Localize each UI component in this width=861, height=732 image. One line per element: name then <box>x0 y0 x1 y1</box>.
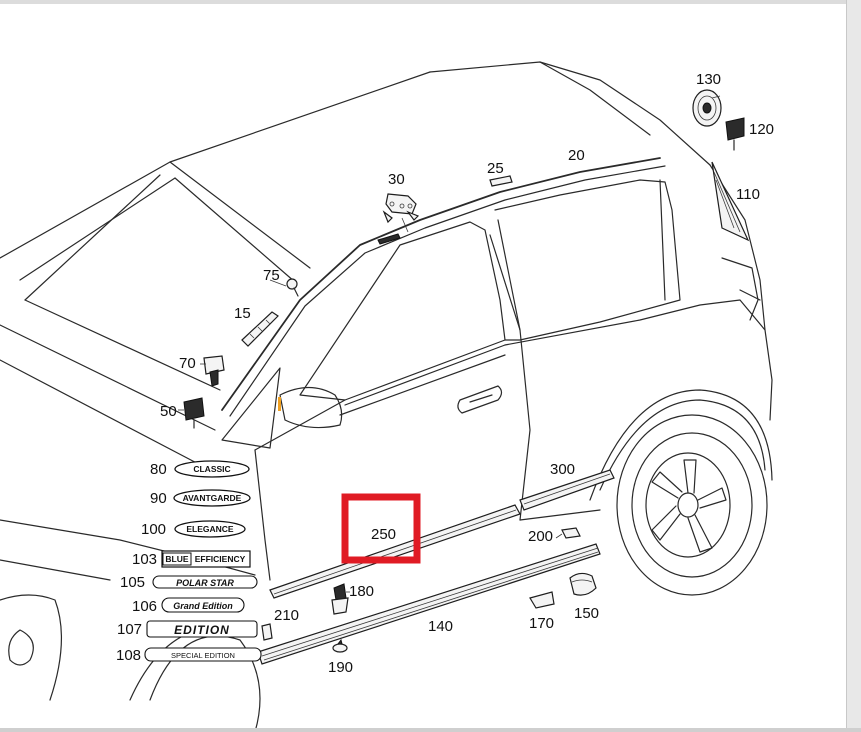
badge-90-oval <box>173 489 251 507</box>
part-15-strip <box>241 311 279 347</box>
part-120-clip <box>725 117 745 151</box>
badge-106-text: Grand Edition <box>173 601 233 611</box>
callout-190: 190 <box>328 659 353 676</box>
badge-108-frame <box>144 647 262 662</box>
callout-140: 140 <box>428 618 453 635</box>
badge-103-text-right: EFFICIENCY <box>195 554 246 564</box>
part-200-clip <box>561 527 581 539</box>
callout-25: 25 <box>487 160 504 177</box>
part-130-grommet <box>692 89 722 127</box>
badge-107-frame <box>146 620 258 638</box>
bottom-border <box>0 728 861 732</box>
part-110-rear-window <box>711 161 750 242</box>
badge-100-oval <box>174 520 246 538</box>
callout-15: 15 <box>234 305 251 322</box>
callout-110: 110 <box>736 186 760 203</box>
part-140-sill-strip <box>257 543 601 665</box>
callout-300: 300 <box>550 461 575 478</box>
callout-75: 75 <box>263 267 280 284</box>
mirror-triangle-trim <box>221 367 281 449</box>
badge-90-number: 90 <box>150 490 167 507</box>
callout-130: 130 <box>696 71 721 88</box>
badge-list: 80 CLASSIC 90 AVANTGARDE 100 ELEGANCE 10… <box>116 460 262 664</box>
roof-rail-seal <box>377 233 401 245</box>
callout-210: 210 <box>274 607 299 624</box>
part-190-grommet <box>332 638 348 653</box>
part-170-clip <box>529 591 555 609</box>
badge-108-text: SPECIAL EDITION <box>171 651 235 660</box>
mirror-marker <box>278 397 281 411</box>
badge-80-text: CLASSIC <box>193 464 230 474</box>
callout-250: 250 <box>371 526 396 543</box>
top-border <box>0 0 861 4</box>
part-250-strip <box>269 504 521 599</box>
badge-100-text: ELEGANCE <box>186 524 234 534</box>
part-30-bracket <box>382 193 420 224</box>
callout-70: 70 <box>179 355 196 372</box>
badge-90-text: AVANTGARDE <box>183 493 242 503</box>
badge-100-number: 100 <box>141 521 166 538</box>
callout-170: 170 <box>529 615 554 632</box>
badge-80-number: 80 <box>150 461 167 478</box>
badge-107-number: 107 <box>117 621 142 638</box>
badge-106-frame <box>161 597 245 613</box>
badge-103-blue-box <box>162 552 192 566</box>
part-50-clip <box>183 397 205 429</box>
leader-lines <box>178 95 721 593</box>
part-75-screw <box>286 278 299 297</box>
callout-20: 20 <box>568 147 585 164</box>
callout-120: 120 <box>749 121 774 138</box>
badge-106-number: 106 <box>132 598 157 615</box>
part-150-cap <box>569 572 597 596</box>
badge-105-text: POLAR STAR <box>176 578 234 588</box>
callout-150: 150 <box>574 605 599 622</box>
part-300-strip <box>519 469 615 511</box>
callout-200: 200 <box>528 528 553 545</box>
part-70-clip <box>203 355 225 387</box>
rear-wheel <box>616 414 768 596</box>
callout-30: 30 <box>388 171 405 188</box>
part-210-clip <box>261 623 273 641</box>
callout-180: 180 <box>349 583 374 600</box>
part-25-clip <box>489 175 513 187</box>
badge-105-number: 105 <box>120 574 145 591</box>
highlight-250: 250 <box>341 493 421 564</box>
badge-105-frame <box>152 575 258 589</box>
badge-80-oval <box>174 460 250 478</box>
badge-103-number: 103 <box>132 551 157 568</box>
car-body-outline <box>0 61 773 732</box>
right-scrollbar-gutter <box>846 0 861 732</box>
highlight-box <box>341 493 421 564</box>
badge-103-text-left: BLUE <box>165 554 188 564</box>
part-180-clip <box>331 583 349 615</box>
badge-108-number: 108 <box>116 647 141 664</box>
callout-50: 50 <box>160 403 177 420</box>
badge-107-text: EDITION <box>174 623 230 637</box>
callout-labels: 130 120 110 20 25 30 75 15 70 50 300 200… <box>160 71 774 676</box>
